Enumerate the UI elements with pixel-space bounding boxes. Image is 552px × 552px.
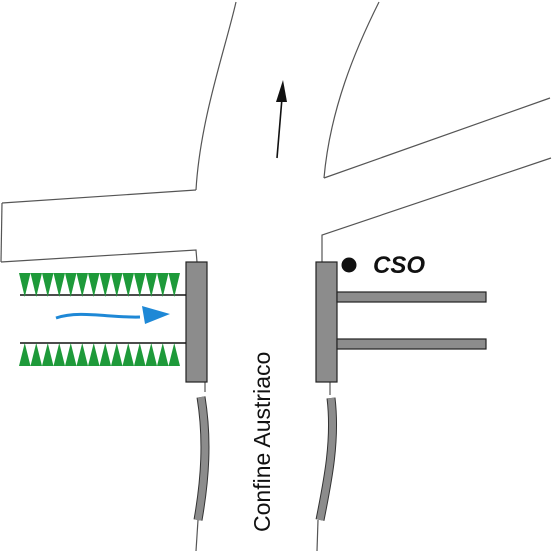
road-edge-left-arm-top (1, 189, 197, 204)
pier-left (185, 261, 208, 383)
triangle-icon (111, 273, 123, 297)
triangle-icon (145, 273, 157, 297)
triangle-icon (19, 343, 31, 366)
street-name-label: Confine Austriaco (249, 352, 275, 532)
road-edge-bottom-end-right (316, 519, 319, 552)
triangle-icon (134, 273, 146, 297)
triangle-icon (88, 343, 100, 366)
street-walls (193, 396, 338, 521)
dot-icon (341, 257, 357, 273)
triangle-icon (168, 273, 180, 297)
triangle-icon (88, 273, 100, 297)
vegetation-row-upper (19, 273, 180, 297)
triangle-icon (157, 343, 169, 366)
cso-label: CSO (373, 252, 425, 279)
road-edge-bottom-end-left (195, 519, 199, 552)
vegetation-row-lower (19, 343, 180, 366)
triangle-icon (30, 273, 42, 297)
road-edge-top-right (323, 1, 380, 179)
pipe-upper (336, 291, 487, 303)
triangle-icon (168, 343, 180, 366)
road-edge-top-left (195, 1, 237, 191)
triangle-icon (42, 343, 54, 366)
triangle-icon (99, 273, 111, 297)
triangle-icon (30, 343, 42, 366)
pier-right (315, 261, 338, 383)
triangle-icon (122, 343, 134, 366)
wall-left-inner (194, 396, 209, 521)
triangle-icon (122, 273, 134, 297)
curved-arrow-right-icon (55, 306, 170, 324)
triangle-icon (19, 273, 31, 297)
triangle-icon (99, 343, 111, 366)
triangle-icon (145, 343, 157, 366)
triangle-icon (53, 273, 65, 297)
triangle-icon (157, 273, 169, 297)
pipe-lower (336, 338, 487, 350)
triangle-icon (42, 273, 54, 297)
wall-right-inner (316, 397, 337, 521)
triangle-icon (111, 343, 123, 366)
arrow-up-icon (276, 80, 287, 159)
road-edge-right-arm-bottom (321, 157, 552, 262)
triangle-icon (76, 343, 88, 366)
road-edge-right-arm-top (323, 97, 551, 179)
road-edge-left-arm-end (0, 202, 3, 263)
triangle-icon (65, 343, 77, 366)
triangle-icon (76, 273, 88, 297)
triangle-icon (65, 273, 77, 297)
triangle-icon (53, 343, 65, 366)
triangle-icon (134, 343, 146, 366)
road-edge-left-arm-bottom (0, 249, 198, 263)
